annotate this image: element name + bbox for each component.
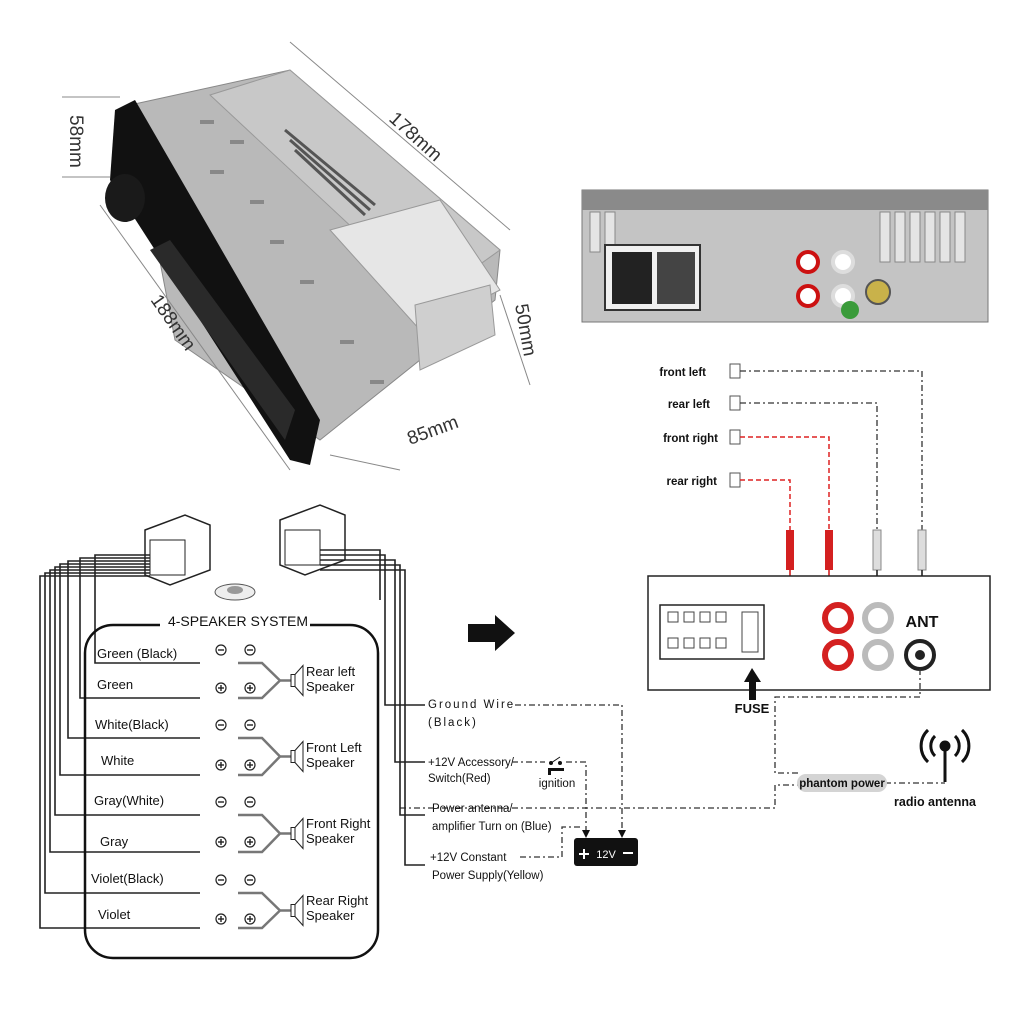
plus-icon: [244, 836, 256, 848]
minus-icon: [215, 796, 227, 808]
battery-icon: [574, 838, 638, 866]
power-antenna-color: amplifier Turn on (Blue): [432, 821, 552, 833]
head-unit-back: ANT: [647, 575, 991, 691]
speaker-label: Front Left: [306, 740, 362, 755]
arrow-right-icon: [468, 615, 515, 651]
constant-label: +12V Constant: [430, 852, 507, 864]
plus-icon: [215, 759, 227, 771]
plus-icon: [244, 913, 256, 925]
back-panel-photo: [581, 189, 989, 323]
plus-icon: [244, 759, 256, 771]
constant-color: Power Supply(Yellow): [432, 870, 544, 882]
speaker-icon: [238, 891, 304, 930]
wire-label: White(Black): [95, 717, 169, 732]
wire-label: Violet(Black): [91, 871, 164, 886]
accessory-label: +12V Accessory/: [428, 757, 515, 769]
wire-label: Gray: [100, 834, 129, 849]
ignition-label: ignition: [539, 778, 575, 790]
wire-label: Violet: [98, 907, 131, 922]
dimension-58mm: 58mm: [65, 115, 86, 168]
speaker-connector: [144, 514, 211, 586]
speaker-icon-small: [214, 583, 256, 601]
minus-icon: [215, 644, 227, 656]
accessory-color: Switch(Red): [428, 773, 491, 785]
label-front-right: front right: [663, 433, 718, 445]
fuse-label: FUSE: [735, 701, 770, 716]
iso-connector: [659, 604, 765, 660]
wire-label: Green (Black): [97, 646, 177, 661]
power-antenna-label: Power antenna/: [432, 803, 513, 815]
ground-wire-color: (Black): [428, 717, 478, 729]
speaker-label: Speaker: [306, 755, 355, 770]
wire-label: Gray(White): [94, 793, 164, 808]
polarity-symbols: [215, 644, 256, 925]
speaker-label: Rear Right: [306, 893, 369, 908]
rca-jack-white: [862, 639, 894, 671]
speaker-label: Speaker: [306, 831, 355, 846]
speaker-icon: [238, 661, 304, 700]
speaker-label: Rear left: [306, 664, 356, 679]
minus-icon: [244, 719, 256, 731]
power-harness-wires: [320, 549, 425, 866]
fuse-arrow-icon: [744, 668, 761, 700]
speaker-rows: Green (Black) Green White(Black) White G…: [91, 646, 177, 922]
wire-label: Green: [97, 677, 133, 692]
ignition-key-icon: [548, 756, 564, 775]
battery-label: 12V: [596, 849, 616, 861]
rca-jack-red: [822, 602, 854, 634]
minus-icon: [215, 874, 227, 886]
rca-jack-red: [822, 639, 854, 671]
dimension-lines: [62, 41, 531, 471]
radio-antenna-label: radio antenna: [894, 795, 977, 809]
speaker-icon: [238, 736, 304, 777]
label-rear-right: rear right: [667, 476, 718, 488]
ground-wire-label: Ground Wire: [428, 699, 515, 711]
minus-icon: [244, 644, 256, 656]
ant-label: ANT: [906, 614, 939, 631]
minus-icon: [215, 719, 227, 731]
speakers: [238, 661, 304, 930]
speaker-icon: [238, 813, 304, 854]
minus-icon: [244, 796, 256, 808]
power-connector: [279, 504, 346, 576]
plus-icon: [244, 682, 256, 694]
speaker-harness-wires: [39, 554, 200, 929]
speaker-label: Speaker: [306, 679, 355, 694]
plus-icon: [215, 836, 227, 848]
minus-icon: [244, 874, 256, 886]
speaker-label: Speaker: [306, 908, 355, 923]
label-front-left: front left: [659, 367, 706, 379]
radio-unit-photo: [105, 69, 501, 465]
speaker-labels: Rear left Speaker Front Left Speaker Fro…: [306, 664, 371, 923]
battery-plus-icon: [579, 849, 589, 859]
radio-antenna-icon: [919, 728, 971, 782]
wire-label: White: [101, 753, 134, 768]
phantom-power-label: phantom power: [799, 778, 885, 790]
speaker-system-title: 4-SPEAKER SYSTEM: [168, 613, 308, 629]
plus-icon: [215, 682, 227, 694]
speaker-label: Front Right: [306, 816, 371, 831]
plus-icon: [215, 913, 227, 925]
rca-jack-white: [862, 602, 894, 634]
phantom-power-badge: [797, 774, 887, 792]
label-rear-left: rear left: [668, 399, 710, 411]
